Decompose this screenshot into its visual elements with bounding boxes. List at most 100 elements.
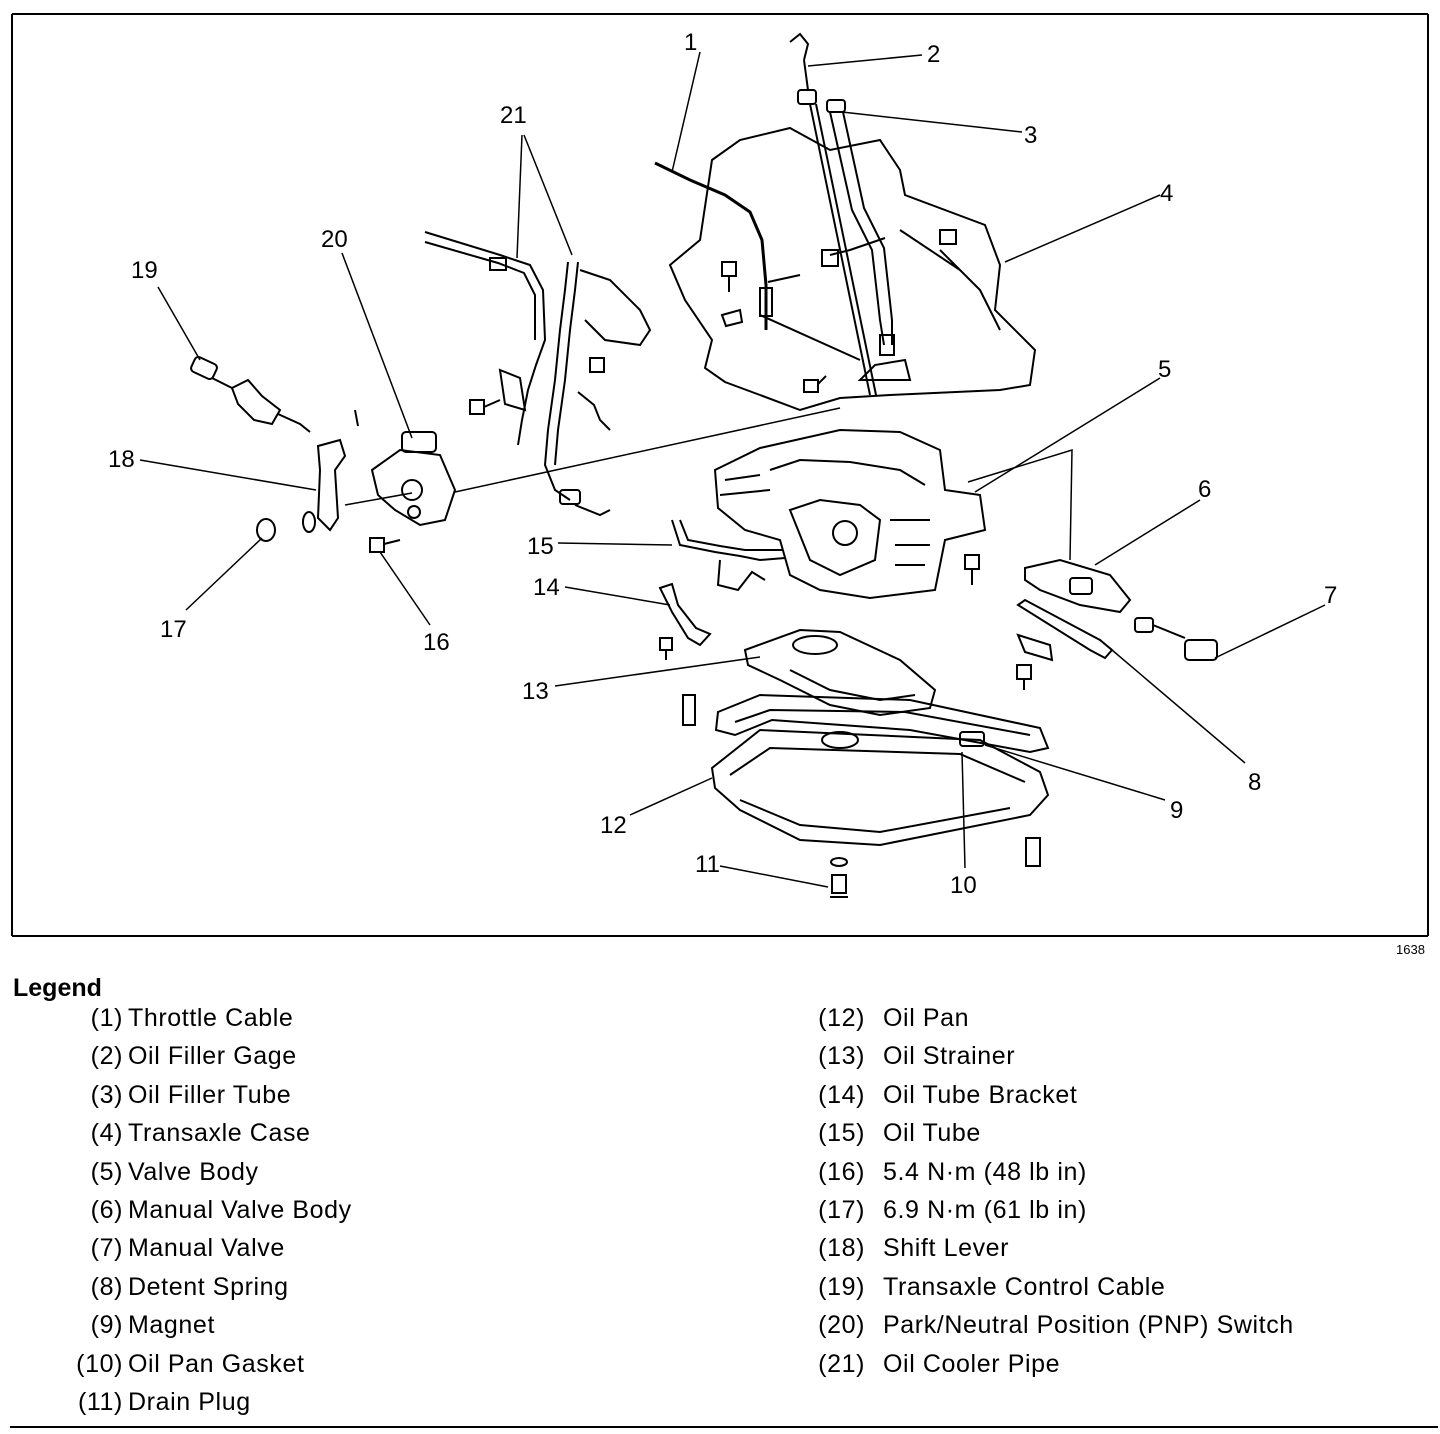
legend-number: (2) xyxy=(90,1042,123,1071)
case-bolts xyxy=(720,229,957,393)
callout-19: 19 xyxy=(131,257,158,284)
manual-valve-body xyxy=(1024,558,1132,614)
callout-10: 10 xyxy=(950,872,977,899)
legend-number: (6) xyxy=(90,1195,123,1224)
legend-text: Manual Valve Body xyxy=(128,1195,352,1224)
legend-number: (11) xyxy=(77,1387,123,1416)
legend-number: (7) xyxy=(90,1234,123,1263)
legend-item: (7)Manual Valve xyxy=(40,1234,285,1272)
legend-number: (4) xyxy=(90,1119,123,1148)
leader-lines xyxy=(139,51,1326,888)
legend-item: (2)Oil Filler Gage xyxy=(40,1042,297,1080)
legend-text: Throttle Cable xyxy=(128,1004,294,1032)
callout-16: 16 xyxy=(423,629,450,656)
shift-lever xyxy=(302,438,347,533)
legend-number: (20) xyxy=(818,1311,865,1340)
legend-text: Oil Filler Gage xyxy=(128,1042,297,1071)
legend-item: (8)Detent Spring xyxy=(40,1272,288,1311)
detent-spring xyxy=(1016,598,1114,690)
bottom-divider xyxy=(10,1426,1438,1428)
legend-text: Oil Filler Tube xyxy=(128,1080,292,1109)
legend-item: (3)Oil Filler Tube xyxy=(40,1080,291,1119)
callout-7: 7 xyxy=(1324,582,1337,609)
legend-text: Park/Neutral Position (PNP) Switch xyxy=(883,1311,1294,1340)
exploded-diagram: 1 2 3 4 5 6 7 8 9 10 11 12 13 14 15 16 1… xyxy=(11,13,1429,937)
legend-number: (21) xyxy=(818,1349,865,1378)
manual-valve xyxy=(1134,617,1218,661)
legend-item: (11)Drain Plug xyxy=(40,1387,250,1426)
callout-8: 8 xyxy=(1248,769,1261,796)
legend-item: (13) Oil Strainer xyxy=(800,1042,1015,1080)
legend-number: (19) xyxy=(818,1272,865,1301)
legend-text: Transaxle Case xyxy=(128,1119,311,1148)
legend-number: (9) xyxy=(90,1311,123,1340)
legend-item: (12) Oil Pan xyxy=(800,1004,968,1042)
legend-number: (18) xyxy=(818,1234,865,1263)
legend-item: (1)Throttle Cable xyxy=(40,1004,293,1042)
legend-item: (15)Oil Tube xyxy=(800,1119,980,1157)
oil-filler-tube xyxy=(821,99,895,356)
legend-text: Drain Plug xyxy=(128,1387,251,1416)
legend-number: (12) xyxy=(818,1004,865,1032)
drain-plug xyxy=(830,837,1041,898)
legend-text: Magnet xyxy=(128,1311,215,1340)
callout-9: 9 xyxy=(1170,797,1183,824)
callout-17: 17 xyxy=(160,616,187,643)
washer xyxy=(256,518,276,542)
legend-item: (10)Oil Pan Gasket xyxy=(40,1350,304,1388)
legend-item: (17) 6.9 N·m (61 lb in) xyxy=(800,1195,1086,1234)
legend-number: (16) xyxy=(818,1157,865,1186)
oil-tube-bracket xyxy=(658,582,712,660)
legend-item: (21) Oil Cooler Pipe xyxy=(800,1349,1059,1388)
oil-strainer xyxy=(682,628,937,726)
legend-item: (19) Transaxle Control Cable xyxy=(800,1272,1165,1311)
legend-text: Oil Cooler Pipe xyxy=(883,1349,1061,1378)
legend-text: Transaxle Control Cable xyxy=(883,1272,1166,1301)
transaxle-control-cable xyxy=(190,355,359,433)
legend-item: (20) Park/Neutral Position (PNP) Switch xyxy=(800,1311,1293,1349)
figure-frame xyxy=(11,13,1429,937)
callout-21: 21 xyxy=(500,102,527,129)
callout-3: 3 xyxy=(1024,122,1037,149)
legend-item: (14) Oil Tube Bracket xyxy=(800,1080,1077,1119)
legend-number: (1) xyxy=(90,1004,123,1032)
legend-number: (8) xyxy=(90,1272,123,1301)
legend-number: (17) xyxy=(818,1195,865,1224)
legend-number: (13) xyxy=(818,1042,865,1071)
oil-pan xyxy=(710,728,1050,847)
legend-number: (14) xyxy=(818,1080,865,1109)
legend-text: Shift Lever xyxy=(883,1234,1010,1263)
callout-4: 4 xyxy=(1160,180,1173,207)
legend-text: Oil Strainer xyxy=(883,1042,1016,1071)
callout-1: 1 xyxy=(684,29,697,56)
legend-text: Oil Tube xyxy=(883,1119,981,1148)
callout-12: 12 xyxy=(600,812,627,839)
legend-text: Manual Valve xyxy=(128,1234,285,1263)
callout-20: 20 xyxy=(321,226,348,253)
legend-text: 5.4 N·m (48 lb in) xyxy=(883,1157,1087,1186)
transaxle-case xyxy=(668,126,1037,412)
callout-18: 18 xyxy=(108,446,135,473)
legend-text: Valve Body xyxy=(128,1157,259,1186)
legend-text: 6.9 N·m (61 lb in) xyxy=(883,1195,1087,1224)
throttle-cable xyxy=(654,161,801,330)
legend-text: Oil Pan xyxy=(883,1004,970,1032)
legend-item: (18) Shift Lever xyxy=(800,1234,1008,1272)
legend-left-column: (1)Throttle Cable (2)Oil Filler Gage (3)… xyxy=(40,1004,352,1426)
figure-id: 1638 xyxy=(1396,942,1425,957)
legend-item: (6)Manual Valve Body xyxy=(40,1195,352,1234)
oil-tube xyxy=(671,519,786,592)
callout-15: 15 xyxy=(527,533,554,560)
legend-text: Oil Tube Bracket xyxy=(883,1080,1078,1109)
legend-item: (16) 5.4 N·m (48 lb in) xyxy=(800,1157,1086,1196)
legend-item: (9)Magnet xyxy=(40,1311,215,1349)
callout-labels: 1 2 3 4 5 6 7 8 9 10 11 12 13 14 15 16 1… xyxy=(108,29,1337,899)
callout-14: 14 xyxy=(533,574,560,601)
legend-number: (3) xyxy=(90,1080,123,1109)
oil-pan-gasket xyxy=(714,693,1050,754)
callout-11: 11 xyxy=(695,851,720,878)
oil-filler-gage xyxy=(789,32,877,396)
oil-cooler-pipe xyxy=(424,231,652,517)
legend-right-column: (12) Oil Pan (13) Oil Strainer (14) Oil Tub… xyxy=(800,1004,1293,1388)
legend-number: (5) xyxy=(90,1157,123,1186)
